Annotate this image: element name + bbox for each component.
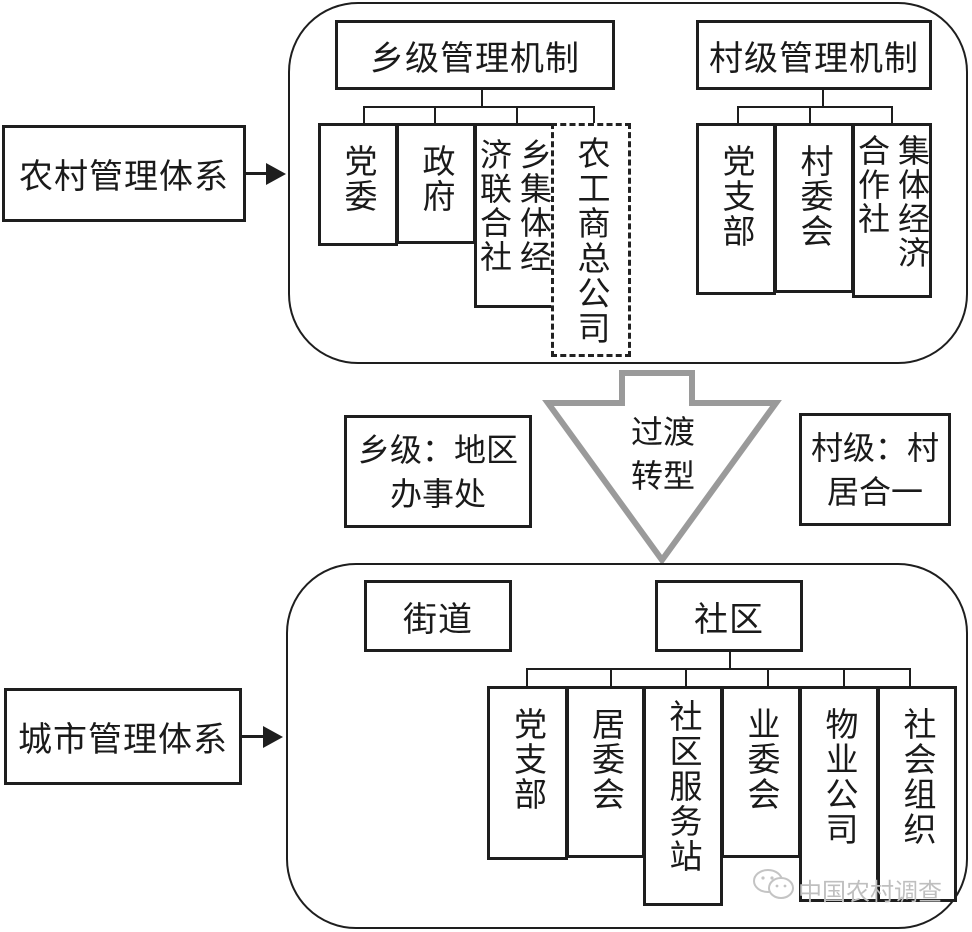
rural-panel — [288, 2, 968, 364]
village-connector-drop-2 — [809, 106, 811, 124]
urban-system-label: 城市管理体系 — [18, 720, 228, 760]
community-connector-stem — [729, 652, 731, 669]
township-connector-drop-1 — [363, 106, 365, 124]
community-box: 社区 — [655, 580, 803, 652]
community-unit-service-station: 社区服务站 — [643, 686, 723, 906]
community-connector-drop-5 — [843, 668, 845, 687]
township-connector-stem — [481, 90, 483, 106]
village-connector-bar — [737, 106, 893, 108]
village-transition-note: 村级：村居合一 — [799, 413, 951, 526]
community-unit-property-company: 物业公司 — [799, 686, 879, 902]
community-connector-bar — [526, 668, 909, 670]
village-unit-party-branch: 党支部 — [696, 123, 776, 295]
township-unit-agri-industry-company: 农工商总公司 — [551, 123, 631, 357]
township-connector-drop-4 — [593, 106, 595, 124]
urban-system-box: 城市管理体系 — [4, 688, 242, 785]
village-unit-villagers-committee: 村委会 — [774, 123, 854, 293]
community-connector-drop-3 — [685, 668, 687, 687]
village-connector-drop-3 — [891, 106, 893, 124]
watermark-text: 中国农村调查 — [798, 878, 942, 906]
township-unit-collective-union: 乡集体经济联合社 — [474, 123, 554, 308]
urban-arrow-line — [242, 735, 266, 738]
township-connector-bar — [363, 106, 595, 108]
urban-arrow-head-icon — [263, 726, 283, 748]
township-unit-party-committee: 党委 — [318, 123, 398, 246]
transition-label: 过渡转型 — [630, 413, 695, 495]
wechat-icon — [753, 869, 794, 899]
rural-arrow-line — [246, 172, 270, 175]
township-unit-government: 政府 — [396, 123, 476, 244]
community-unit-party-branch: 党支部 — [487, 686, 568, 860]
community-connector-drop-2 — [610, 668, 612, 687]
community-connector-drop-1 — [526, 668, 528, 687]
village-unit-collective-coop: 集体经济合作社 — [852, 123, 932, 298]
township-connector-drop-3 — [516, 106, 518, 124]
rural-arrow-head-icon — [266, 163, 286, 185]
urban-panel — [286, 563, 968, 929]
village-mechanism-title: 村级管理机制 — [696, 20, 932, 90]
street-box: 街道 — [364, 580, 512, 652]
transition-arrow-shape — [542, 370, 782, 566]
township-transition-note: 乡级：地区办事处 — [344, 415, 532, 528]
village-connector-drop-1 — [737, 106, 739, 124]
community-unit-residents-committee: 居委会 — [566, 686, 645, 858]
rural-system-box: 农村管理体系 — [2, 125, 246, 222]
rural-system-label: 农村管理体系 — [19, 157, 229, 197]
community-unit-owners-committee: 业委会 — [721, 686, 801, 858]
transition-arrow-icon — [542, 370, 782, 566]
village-connector-stem — [822, 90, 824, 106]
community-connector-drop-4 — [767, 668, 769, 687]
township-mechanism-title: 乡级管理机制 — [335, 20, 615, 90]
township-connector-drop-2 — [434, 106, 436, 124]
community-unit-social-organizations: 社会组织 — [877, 686, 957, 902]
community-connector-drop-6 — [909, 668, 911, 687]
